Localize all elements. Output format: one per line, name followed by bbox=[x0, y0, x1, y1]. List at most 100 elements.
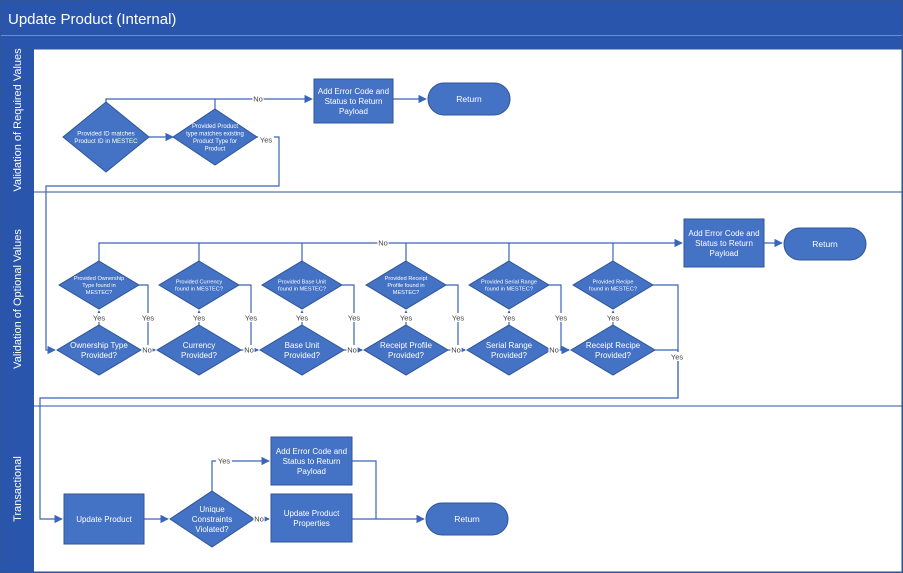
process-shape bbox=[313, 78, 394, 124]
terminator-shape bbox=[783, 227, 867, 261]
title-bar bbox=[1, 1, 902, 35]
node-ret1: Return bbox=[427, 82, 511, 116]
node-label: Update Product bbox=[76, 515, 132, 524]
terminator-shape bbox=[427, 82, 511, 116]
decision-shape bbox=[169, 490, 255, 548]
lane-optional-label: Validation of Optional Values bbox=[12, 229, 24, 369]
connector-uniq-to-err3 bbox=[211, 456, 270, 491]
node-ret2: Return bbox=[783, 227, 867, 261]
connector-label-bg bbox=[548, 345, 560, 354]
connector-label-bg bbox=[553, 313, 569, 322]
connector-label-bg bbox=[243, 313, 259, 322]
connector-label: Yes bbox=[671, 353, 683, 362]
decision-shape bbox=[468, 260, 550, 310]
connector-err3-to-ret3 bbox=[352, 460, 377, 519]
connector-req-id-to-err1 bbox=[105, 94, 313, 104]
connector-label: Yes bbox=[452, 314, 464, 323]
process-shape bbox=[63, 493, 145, 545]
connector-label-bg bbox=[141, 345, 153, 354]
decision-shape bbox=[56, 324, 142, 376]
node-label: Return bbox=[812, 239, 838, 249]
connector-label-bg bbox=[398, 313, 414, 322]
connector-label-bg bbox=[501, 313, 517, 322]
lane-optional bbox=[0, 191, 903, 407]
connector-label: No bbox=[254, 515, 264, 524]
connector-label-bg bbox=[191, 313, 207, 322]
connector-label-bg bbox=[377, 238, 389, 247]
decision-shape bbox=[156, 324, 242, 376]
process-shape bbox=[270, 436, 353, 486]
node-label: Return bbox=[456, 94, 482, 104]
connector-label: No bbox=[253, 95, 263, 104]
connector-label-bg bbox=[346, 313, 362, 322]
connector-label: Yes bbox=[348, 314, 360, 323]
connector-label-bg bbox=[346, 345, 358, 354]
connector-label: Yes bbox=[503, 314, 515, 323]
connector-label: Yes bbox=[93, 314, 105, 323]
connector-label: Yes bbox=[193, 314, 205, 323]
connector-label: Yes bbox=[218, 457, 230, 466]
node-label: Return bbox=[454, 514, 480, 524]
decision-shape bbox=[158, 260, 240, 310]
connector-label: No bbox=[347, 346, 357, 355]
node-ret3: Return bbox=[425, 502, 509, 536]
page-title: Update Product (Internal) bbox=[8, 11, 176, 28]
terminator-shape bbox=[425, 502, 509, 536]
process-shape bbox=[683, 218, 765, 268]
connector-label-bg bbox=[91, 313, 107, 322]
connector-label-bg bbox=[450, 313, 466, 322]
decision-shape bbox=[261, 260, 343, 310]
connector-own-found-to-err2 bbox=[98, 238, 683, 261]
connector-label: No bbox=[142, 346, 152, 355]
connector-label: No bbox=[451, 346, 461, 355]
connector-label: Yes bbox=[607, 314, 619, 323]
decision-shape bbox=[570, 324, 656, 376]
connector-label: Yes bbox=[296, 314, 308, 323]
decision-shape bbox=[363, 324, 449, 376]
connector-label-bg bbox=[253, 514, 265, 523]
lane-transactional-header bbox=[1, 406, 34, 572]
connector-label-bg bbox=[605, 313, 621, 322]
decision-shape bbox=[172, 108, 258, 166]
connector-label: Yes bbox=[400, 314, 412, 323]
decision-shape bbox=[58, 260, 140, 310]
decision-shape bbox=[62, 101, 150, 173]
node-upd: Update Product bbox=[63, 493, 145, 545]
connector-label: Yes bbox=[245, 314, 257, 323]
lane-required-header bbox=[1, 49, 34, 192]
connector-label: Yes bbox=[260, 136, 272, 145]
lane-transactional-label: Transactional bbox=[12, 456, 24, 522]
